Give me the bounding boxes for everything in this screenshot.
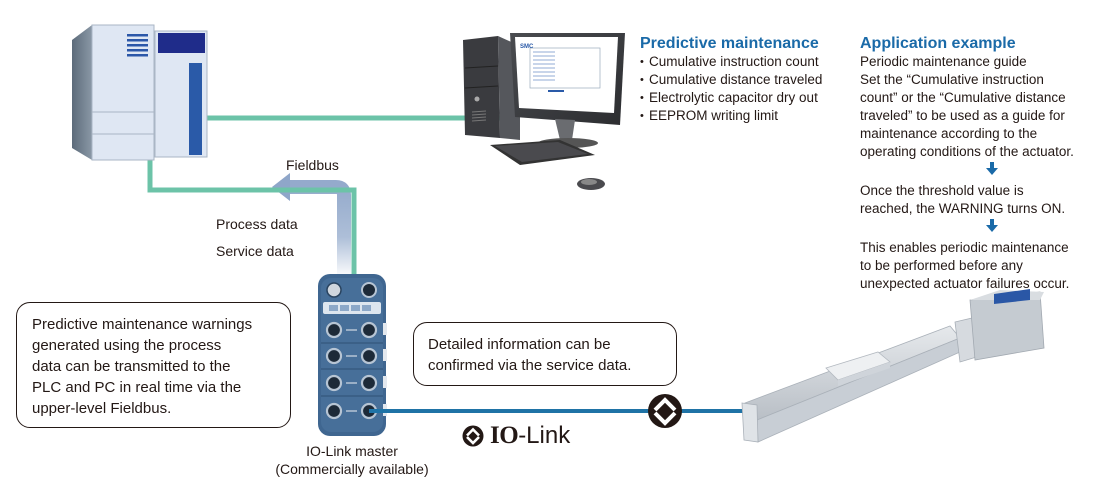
- pc-icon: SMC: [463, 33, 625, 190]
- list-item: EEPROM writing limit: [640, 107, 822, 125]
- io-link-master-icon: [318, 274, 387, 436]
- application-example-title: Application example: [860, 35, 1016, 52]
- predictive-maintenance-list: Cumulative instruction count Cumulative …: [640, 53, 822, 125]
- io-link-logo: IO -Link: [462, 422, 570, 450]
- application-example-subtitle: Periodic maintenance guide: [860, 54, 1027, 69]
- io-link-master-label: IO-Link master (Commercially available): [275, 443, 429, 477]
- service-data-label: Service data: [216, 243, 294, 259]
- down-arrow-icon: [986, 219, 998, 232]
- list-item: Electrolytic capacitor dry out: [640, 89, 822, 107]
- process-data-label: Process data: [216, 216, 298, 232]
- io-link-logo-icon: [462, 425, 484, 447]
- application-step-2: Once the threshold value is reached, the…: [860, 183, 1066, 216]
- list-item: Cumulative distance traveled: [640, 71, 822, 89]
- electric-actuator-icon: [741, 289, 1045, 443]
- service-data-callout: Detailed information can be confirmed vi…: [413, 322, 677, 386]
- data-flow-arrow: [272, 173, 357, 285]
- svg-text:SMC: SMC: [520, 44, 534, 50]
- application-example-section: Application example Periodic maintenance…: [860, 35, 1100, 293]
- application-step-1: Set the “Cumulative instruction count” o…: [860, 72, 1074, 159]
- predictive-maintenance-section: Predictive maintenance Cumulative instru…: [640, 35, 822, 125]
- application-step-3: This enables periodic maintenance to be …: [860, 240, 1070, 291]
- io-link-symbol-icon: [648, 394, 682, 428]
- plc-icon: [72, 24, 208, 161]
- io-link-logo-text: -Link: [518, 422, 571, 449]
- predictive-maintenance-title: Predictive maintenance: [640, 35, 819, 52]
- fieldbus-warning-callout: Predictive maintenance warnings generate…: [16, 302, 291, 428]
- fieldbus-label: Fieldbus: [286, 157, 339, 173]
- io-link-ports: [321, 321, 387, 420]
- down-arrow-icon: [986, 162, 998, 175]
- io-link-logo-bold: IO: [490, 422, 519, 449]
- list-item: Cumulative instruction count: [640, 53, 822, 71]
